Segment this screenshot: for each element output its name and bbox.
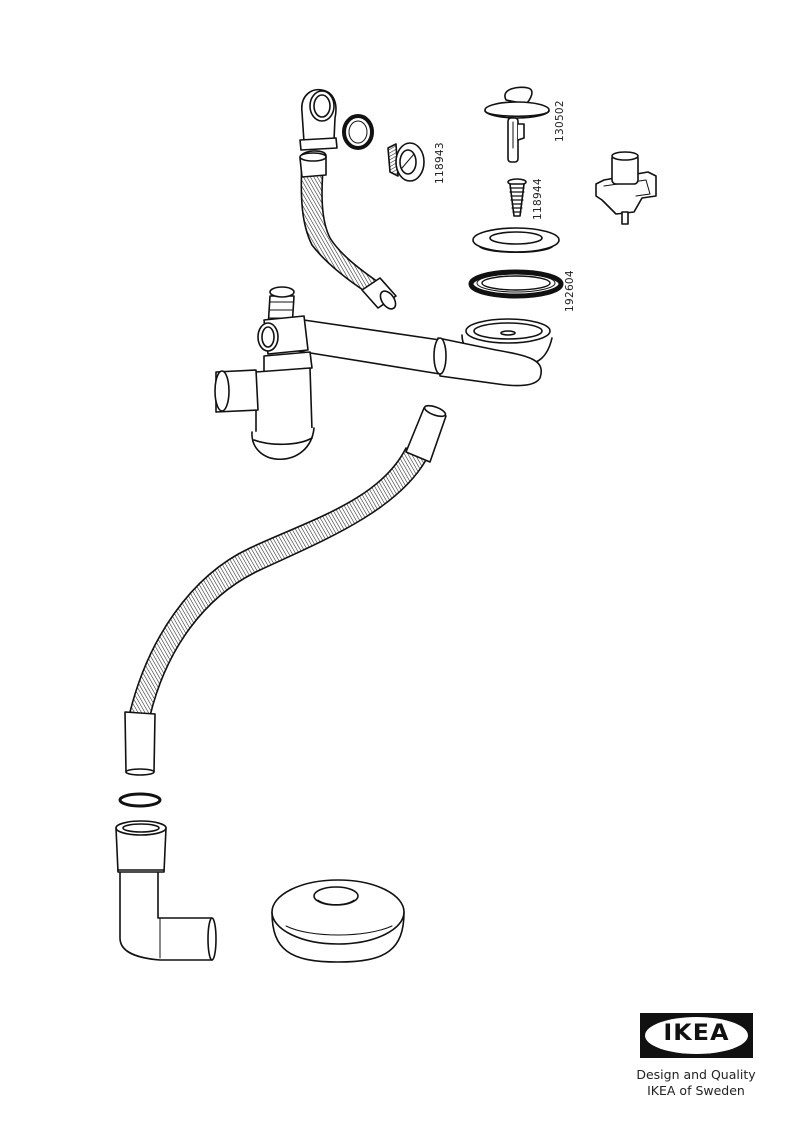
part-number-130502: 130502 (554, 100, 566, 142)
logo-ellipse (645, 1017, 748, 1054)
part-number-192604: 192604 (564, 270, 576, 312)
spanner-key-icon (595, 151, 657, 225)
wall-rosette-icon (271, 879, 405, 963)
siphon-trap-icon (214, 286, 315, 461)
screw-icon (507, 178, 527, 217)
o-ring-small-icon (342, 114, 374, 150)
part-number-118943: 118943 (434, 142, 446, 184)
logo-box: IKEA (640, 1013, 753, 1058)
elbow-connector-icon (299, 88, 338, 151)
logo-text: IKEA (663, 1021, 730, 1046)
pop-up-stopper-icon (484, 86, 550, 163)
o-ring-large-icon (118, 792, 162, 808)
tagline-line-1: Design and Quality (636, 1067, 756, 1082)
rubber-gasket-icon (468, 269, 564, 299)
flexible-drain-hose-icon (124, 404, 447, 776)
threaded-adapter-icon (387, 142, 425, 182)
tagline: Design and Quality IKEA of Sweden (626, 1067, 766, 1099)
horizontal-drain-pipe-icon (289, 317, 542, 387)
tagline-line-2: IKEA of Sweden (647, 1083, 745, 1098)
part-number-118944: 118944 (532, 178, 544, 220)
l-elbow-pipe-icon (115, 820, 217, 961)
ikea-logo: IKEA (640, 1013, 754, 1058)
overflow-hose-icon (299, 150, 397, 310)
strainer-flange-icon (472, 227, 560, 253)
